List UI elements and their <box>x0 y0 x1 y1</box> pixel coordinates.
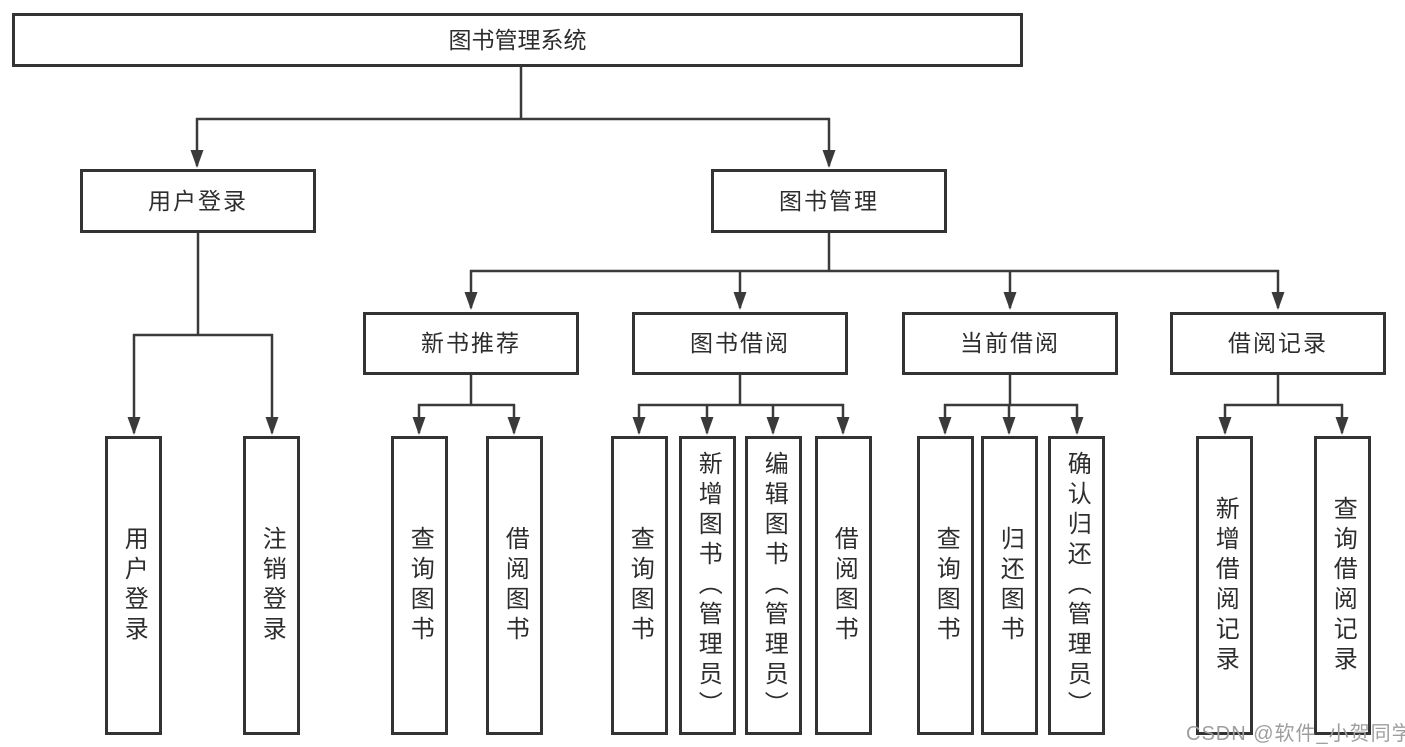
node-current-borrow: 当前借阅 <box>902 312 1118 375</box>
connector-user-login-to-leaves <box>127 233 279 435</box>
csdn-watermark: CSDN @软件_小贺同学 <box>1186 723 1405 745</box>
leaf-logout: 注销登录 <box>243 436 300 735</box>
connector-current-borrow-group <box>938 375 1084 435</box>
connector-book-mgmt-to-groups <box>464 233 1285 310</box>
node-user-login: 用户登录 <box>80 169 316 233</box>
node-new-book-recommend: 新书推荐 <box>363 312 579 375</box>
node-library-management-system: 图书管理系统 <box>12 13 1023 67</box>
leaf-add-books-admin: 新增图书（管理员） <box>679 436 736 735</box>
leaf-confirm-return-admin: 确认归还（管理员） <box>1048 436 1105 735</box>
leaf-query-books-1: 查询图书 <box>391 436 448 735</box>
connector-book-borrow-group <box>632 375 850 435</box>
node-book-borrow: 图书借阅 <box>632 312 848 375</box>
leaf-borrow-books-2: 借阅图书 <box>815 436 872 735</box>
node-borrow-record: 借阅记录 <box>1170 312 1386 375</box>
node-book-management: 图书管理 <box>711 169 947 233</box>
leaf-return-books: 归还图书 <box>981 436 1038 735</box>
leaf-borrow-books-1: 借阅图书 <box>486 436 543 735</box>
leaf-user-login: 用户登录 <box>105 436 162 735</box>
leaf-query-books-2: 查询图书 <box>611 436 668 735</box>
connector-borrow-record-group <box>1218 375 1349 435</box>
leaf-query-borrow-record: 查询借阅记录 <box>1314 436 1371 735</box>
leaf-add-borrow-record: 新增借阅记录 <box>1196 436 1253 735</box>
connector-new-book-group <box>412 375 521 435</box>
connector-root-to-level2 <box>190 67 836 168</box>
leaf-query-books-3: 查询图书 <box>917 436 974 735</box>
leaf-edit-books-admin: 编辑图书（管理员） <box>745 436 802 735</box>
